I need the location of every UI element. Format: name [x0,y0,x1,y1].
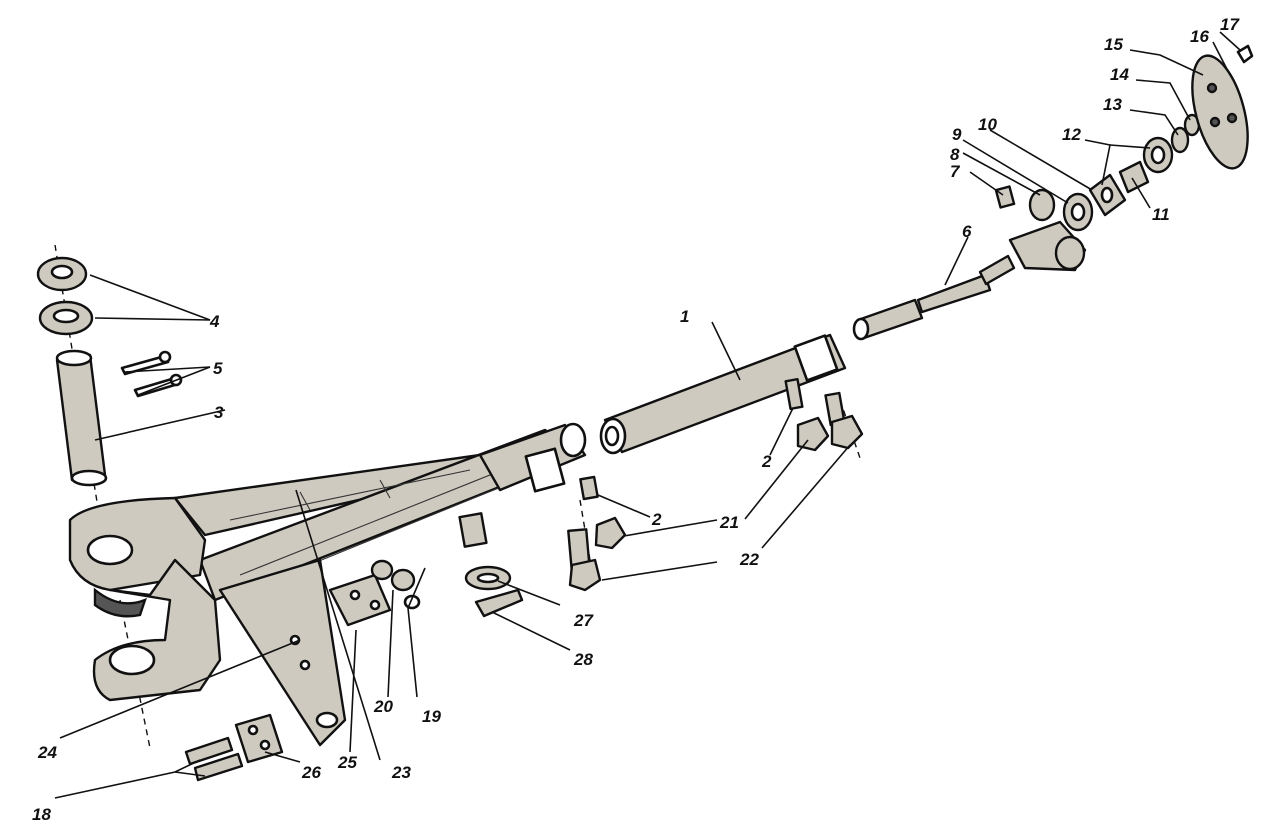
callout-12: 12 [1062,125,1081,144]
callout-4: 4 [209,312,220,331]
callout-22: 22 [739,550,759,569]
callout-18: 18 [32,805,51,824]
callout-10: 10 [978,115,997,134]
callout-7: 7 [950,162,961,181]
callout-27: 27 [573,611,594,630]
part-6-shaft [852,254,1016,341]
callout-13: 13 [1103,95,1122,114]
leader-lines [54,31,1241,799]
part-1-tube [599,333,847,455]
steering-head-assembly [994,44,1254,272]
callout-20: 20 [373,697,393,716]
callout-8: 8 [950,145,960,164]
callout-labels: 1 2 2 3 4 5 6 7 8 9 10 11 12 13 14 15 16… [32,15,1240,824]
callout-5: 5 [213,359,223,378]
parts-27-28 [464,565,524,618]
callout-28: 28 [573,650,593,669]
callout-21: 21 [719,513,739,532]
callout-19: 19 [422,707,441,726]
callout-23: 23 [391,763,411,782]
parts-18-26 [184,559,421,782]
callout-11: 11 [1152,205,1170,224]
callout-2-lower: 2 [651,510,662,529]
callout-14: 14 [1110,65,1129,84]
part-4-washers [36,256,94,336]
part-3-pin [55,349,108,487]
callout-3: 3 [214,403,224,422]
callout-15: 15 [1104,35,1123,54]
callout-17: 17 [1220,15,1240,34]
callout-6: 6 [962,222,972,241]
callout-16: 16 [1190,27,1209,46]
callout-1: 1 [680,307,689,326]
callout-24: 24 [37,743,57,762]
callout-25: 25 [337,753,357,772]
main-frame [68,422,587,747]
callout-9: 9 [952,125,962,144]
callout-26: 26 [301,763,321,782]
callout-2-upper: 2 [761,452,772,471]
